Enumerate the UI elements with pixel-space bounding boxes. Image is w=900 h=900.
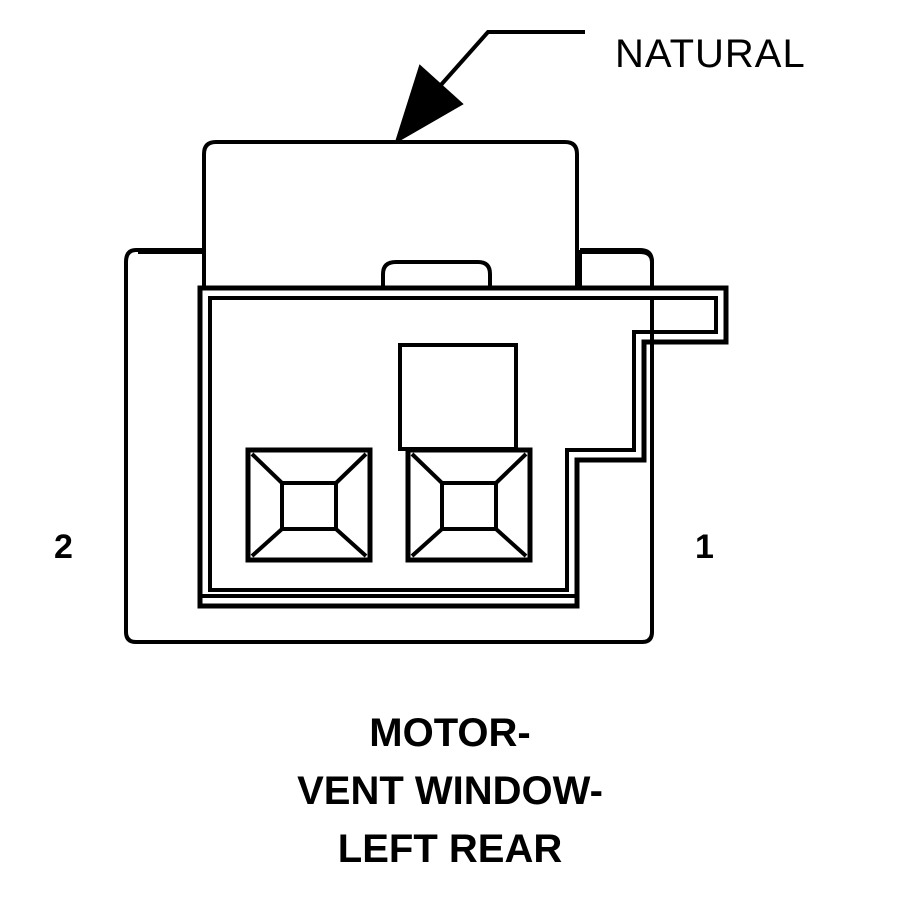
terminal-cavity-pin-2 [245, 447, 373, 563]
title-line-3: LEFT REAR [337, 827, 563, 871]
keying-square [398, 343, 518, 451]
title-line-1: MOTOR- [369, 711, 531, 755]
connector-outer-housing [138, 250, 654, 290]
pin-number-2: 2 [54, 528, 73, 566]
terminal-cavity-pin-1 [405, 447, 533, 563]
diagram-title: MOTOR- VENT WINDOW- LEFT REAR [0, 704, 900, 878]
connector-face-inner-outline [208, 296, 718, 592]
callout-leader-line [438, 30, 585, 88]
callout-arrow-head [394, 64, 464, 145]
connector-outer-body [124, 248, 654, 644]
connector-face-outer-outline [197, 285, 729, 609]
tab-bump [381, 260, 492, 288]
title-line-2: VENT WINDOW- [297, 769, 603, 813]
callout-label-natural: NATURAL [615, 32, 806, 76]
pin-number-1: 1 [695, 528, 714, 566]
connector-outer-right-top [580, 248, 654, 288]
locking-tab [202, 140, 579, 288]
